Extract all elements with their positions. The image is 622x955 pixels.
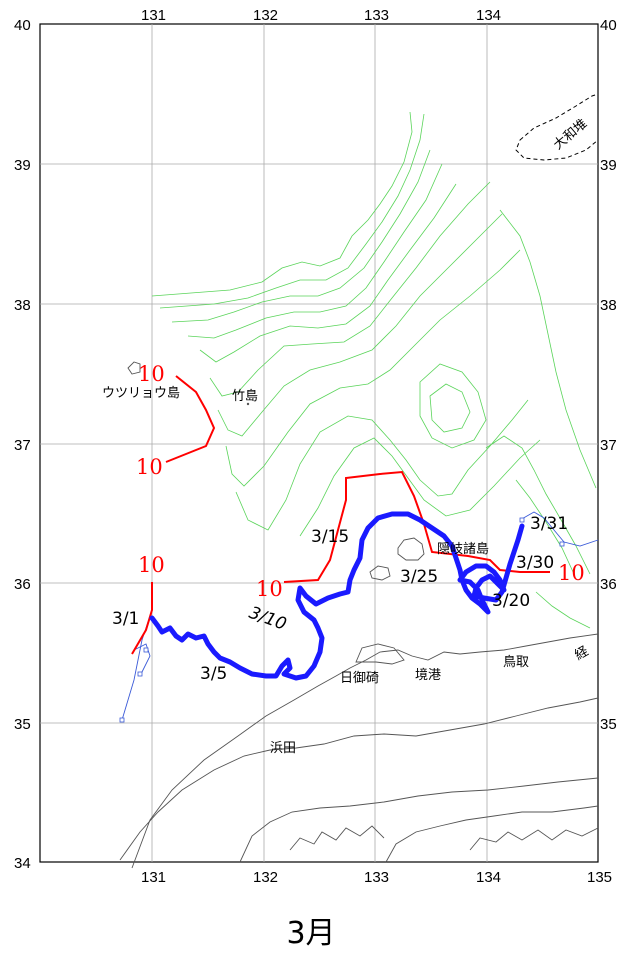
lat-tick-label: 35: [600, 716, 617, 733]
isotherm-label: 10: [138, 362, 165, 386]
track-date-label: 3/15: [311, 527, 349, 547]
lat-tick-label: 38: [14, 297, 31, 314]
isotherm-10-lines: [131, 375, 550, 655]
place-hamada: 浜田: [270, 741, 296, 756]
lon-tick-labels-bottom: 131 132 133 134 135: [141, 869, 612, 886]
bathymetry-contours: [151, 111, 597, 629]
track-date-label: 3/5: [200, 664, 227, 684]
takeshima-island: [246, 402, 250, 406]
isotherm-label: 10: [558, 561, 585, 585]
lat-tick-label: 37: [600, 437, 617, 454]
track-date-label: 3/1: [112, 609, 139, 629]
track-date-label: 3/31: [530, 514, 568, 534]
lon-tick-label: 133: [364, 869, 389, 886]
lon-tick-label: 134: [476, 869, 501, 886]
lat-tick-labels-left: 40 39 38 37 36 35 34: [14, 17, 31, 872]
lat-tick-label: 39: [14, 157, 31, 174]
lon-tick-label: 132: [253, 7, 278, 24]
lon-tick-label: 132: [253, 869, 278, 886]
place-hinomisaki: 日御碕: [340, 671, 379, 686]
place-oki-islands: 隠岐諸島: [437, 541, 489, 557]
coastline: [119, 633, 599, 869]
place-sakaiminato: 境港: [415, 668, 441, 683]
grid-lines: [40, 24, 598, 862]
main-drift-track: [149, 511, 525, 681]
place-ulleungdo: ウツリョウ島: [102, 386, 180, 401]
yamato-bank-outline: [515, 93, 599, 161]
lon-tick-label: 135: [587, 869, 612, 886]
lat-tick-label: 34: [14, 855, 31, 872]
track-date-label: 3/20: [492, 591, 530, 611]
place-takeshima: 竹島: [232, 389, 258, 404]
lon-tick-label: 131: [141, 7, 166, 24]
lat-tick-label: 37: [14, 437, 31, 454]
oki-islands: [369, 537, 425, 581]
secondary-track-markers: [119, 517, 565, 723]
map-title: 3月: [286, 916, 336, 951]
isotherm-label: 10: [138, 553, 165, 577]
track-date-label: 3/10: [246, 603, 289, 635]
lat-tick-label: 36: [14, 576, 31, 593]
lon-tick-labels-top: 131 132 133 134: [141, 7, 501, 24]
lon-tick-label: 133: [364, 7, 389, 24]
lon-tick-label: 134: [476, 7, 501, 24]
track-date-label: 3/25: [400, 567, 438, 587]
isotherm-label: 10: [256, 577, 283, 601]
ulleungdo-island: [127, 361, 141, 375]
lat-tick-label: 36: [600, 576, 617, 593]
lat-tick-label: 38: [600, 297, 617, 314]
lat-tick-label: 40: [14, 17, 31, 34]
lat-tick-label: 35: [14, 716, 31, 733]
map-frame: [39, 23, 599, 863]
track-date-label: 3/30: [516, 553, 554, 573]
lat-tick-label: 39: [600, 157, 617, 174]
place-yamato-bank: 大和堆: [551, 116, 591, 153]
lat-tick-label: 40: [600, 17, 617, 34]
isotherm-label: 10: [136, 455, 163, 479]
place-partial-label: 経: [573, 644, 592, 663]
lon-tick-label: 131: [141, 869, 166, 886]
lat-tick-labels-right: 40 39 38 37 36 35: [600, 17, 617, 733]
place-tottori: 鳥取: [503, 655, 529, 670]
